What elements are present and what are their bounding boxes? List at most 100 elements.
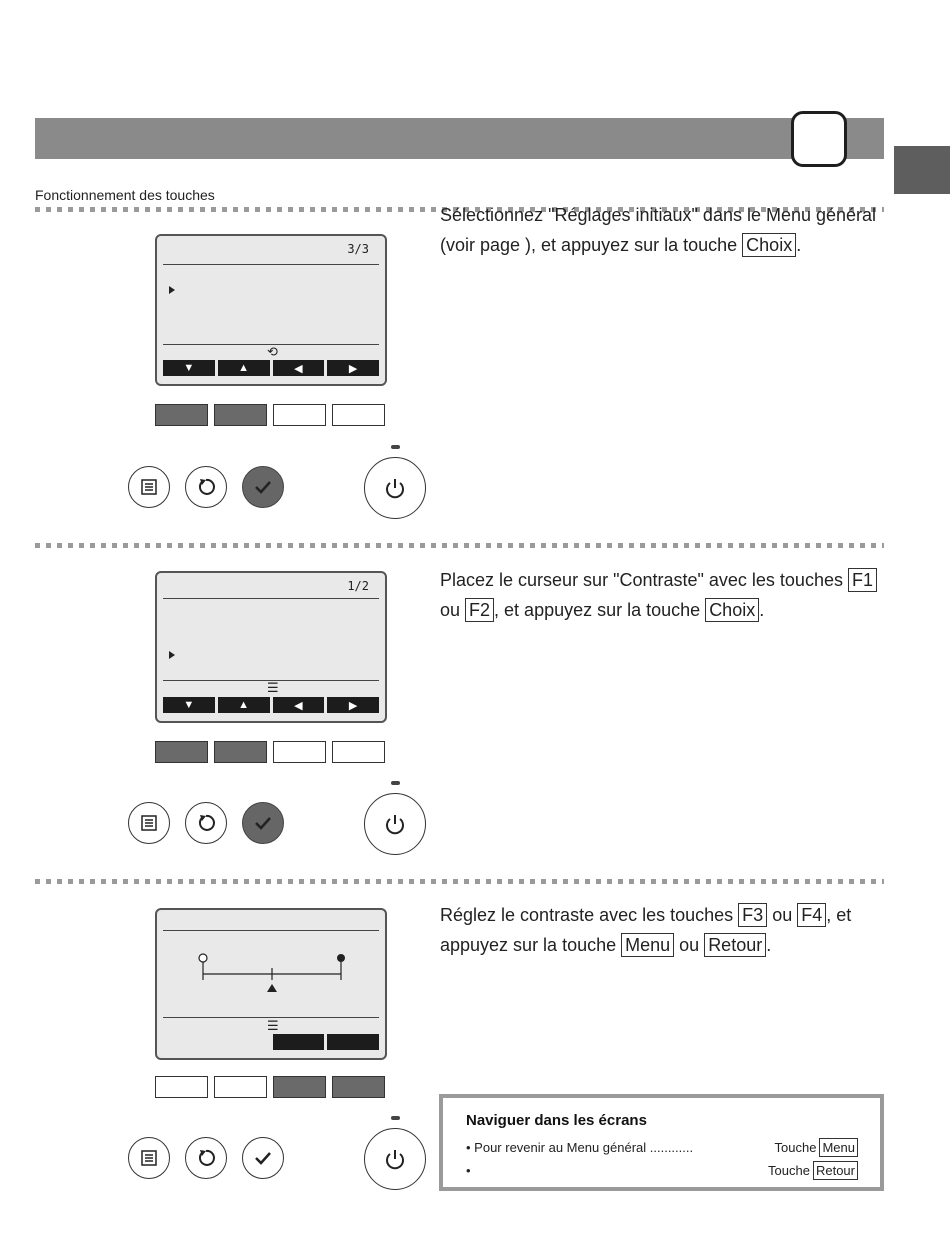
power-led <box>391 445 400 449</box>
power-button[interactable] <box>364 793 426 855</box>
power-led <box>391 1116 400 1120</box>
fbar-down-icon: ▼ <box>163 697 215 713</box>
retour-key-label: Retour <box>812 1161 858 1180</box>
chapter-number-box <box>791 111 847 167</box>
fbar-left-icon: ◀ <box>272 697 325 713</box>
nav-row-label: • <box>466 1163 471 1178</box>
return-icon: ⟲ <box>267 344 278 359</box>
lcd-divider <box>163 264 379 265</box>
select-button[interactable] <box>242 1137 284 1179</box>
choix-key-label: Choix <box>705 598 760 622</box>
return-button[interactable] <box>185 802 227 844</box>
check-icon <box>255 817 271 830</box>
power-button[interactable] <box>364 1128 426 1190</box>
power-led <box>391 781 400 785</box>
f4-button[interactable] <box>332 404 385 426</box>
fbar-right-icon: ▶ <box>327 697 379 713</box>
instruction-step2: Placez le curseur sur "Contraste" avec l… <box>440 565 890 625</box>
nav-row-menu: • Pour revenir au Menu général .........… <box>466 1138 858 1157</box>
instruction-step1: Sélectionnez "Réglages initiaux" dans le… <box>440 205 877 257</box>
dotted-divider <box>35 207 884 212</box>
select-button[interactable] <box>242 802 284 844</box>
lcd-function-bar: ▼ ▲ ◀ ▶ <box>163 697 379 713</box>
lcd-screen-step1: 3/3 ⟲ ▼ ▲ ◀ ▶ <box>155 234 387 386</box>
lcd-divider <box>163 1017 379 1018</box>
power-icon <box>386 815 404 835</box>
f1-button[interactable] <box>155 741 208 763</box>
contrast-slider <box>198 953 345 992</box>
function-keys-step1 <box>155 404 385 426</box>
fbar-increase <box>327 1034 379 1050</box>
dotted-divider <box>35 543 884 548</box>
lcd-divider <box>163 680 379 681</box>
function-keys-step3 <box>155 1076 385 1098</box>
low-contrast-icon <box>198 953 208 963</box>
lcd-function-bar: ▼ ▲ ◀ ▶ <box>163 360 379 376</box>
fbar-left-icon: ◀ <box>272 360 325 376</box>
f2-button[interactable] <box>214 404 267 426</box>
fbar-up-icon: ▲ <box>217 360 270 376</box>
nav-row-label: • Pour revenir au Menu général .........… <box>466 1140 694 1155</box>
f4-button[interactable] <box>332 741 385 763</box>
return-icon <box>199 814 215 831</box>
fbar-decrease <box>272 1034 325 1050</box>
nav-box-title: Naviguer dans les écrans <box>466 1112 647 1129</box>
f3-button[interactable] <box>273 1076 326 1098</box>
instruction-step3: Réglez le contraste avec les touches F3 … <box>440 903 852 957</box>
menu-icon: ☰ <box>267 1018 279 1033</box>
f4-button[interactable] <box>332 1076 385 1098</box>
contrast-level-marker <box>267 984 277 992</box>
function-keys-step2 <box>155 741 385 763</box>
menu-icon <box>141 1150 157 1166</box>
return-button[interactable] <box>185 1137 227 1179</box>
side-tab <box>894 146 950 194</box>
lcd-divider <box>163 344 379 345</box>
menu-key-label: Menu <box>621 933 675 957</box>
menu-button[interactable] <box>128 802 170 844</box>
f1-button[interactable] <box>155 1076 208 1098</box>
lcd-screen-step3: ☰ <box>155 908 387 1060</box>
fbar-empty <box>163 1034 215 1050</box>
power-button[interactable] <box>364 457 426 519</box>
cursor-icon <box>169 286 175 294</box>
f1-button[interactable] <box>155 404 208 426</box>
navigation-info-box: Naviguer dans les écrans • Pour revenir … <box>439 1094 884 1191</box>
power-icon <box>386 479 404 499</box>
check-icon <box>255 481 271 494</box>
fbar-right-icon: ▶ <box>327 360 379 376</box>
choix-key-label: Choix <box>742 233 797 257</box>
lcd-divider <box>163 598 379 599</box>
header-bar <box>35 118 884 159</box>
menu-icon <box>141 815 157 831</box>
menu-icon: ☰ <box>267 680 279 695</box>
fbar-up-icon: ▲ <box>217 697 270 713</box>
f4-key-label: F4 <box>797 903 827 927</box>
retour-key-label: Retour <box>704 933 767 957</box>
f2-button[interactable] <box>214 1076 267 1098</box>
select-button[interactable] <box>242 466 284 508</box>
f1-key-label: F1 <box>847 568 877 592</box>
f3-button[interactable] <box>273 404 326 426</box>
power-icon <box>386 1150 404 1170</box>
cursor-icon <box>169 651 175 659</box>
f3-button[interactable] <box>273 741 326 763</box>
menu-button[interactable] <box>128 1137 170 1179</box>
lcd-divider <box>163 930 379 931</box>
lcd-function-bar <box>163 1034 379 1050</box>
fbar-down-icon: ▼ <box>163 360 215 376</box>
menu-button[interactable] <box>128 466 170 508</box>
f3-key-label: F3 <box>738 903 768 927</box>
check-icon <box>255 1152 271 1165</box>
f2-key-label: F2 <box>465 598 495 622</box>
lcd-screen-step2: 1/2 ☰ ▼ ▲ ◀ ▶ <box>155 571 387 723</box>
lcd-page-indicator: 1/2 <box>347 579 369 593</box>
return-icon <box>199 1149 215 1166</box>
section-title: Fonctionnement des touches <box>35 187 215 203</box>
f2-button[interactable] <box>214 741 267 763</box>
high-contrast-icon <box>337 954 345 962</box>
menu-key-label: Menu <box>819 1138 858 1157</box>
return-icon <box>199 478 215 495</box>
return-button[interactable] <box>185 466 227 508</box>
